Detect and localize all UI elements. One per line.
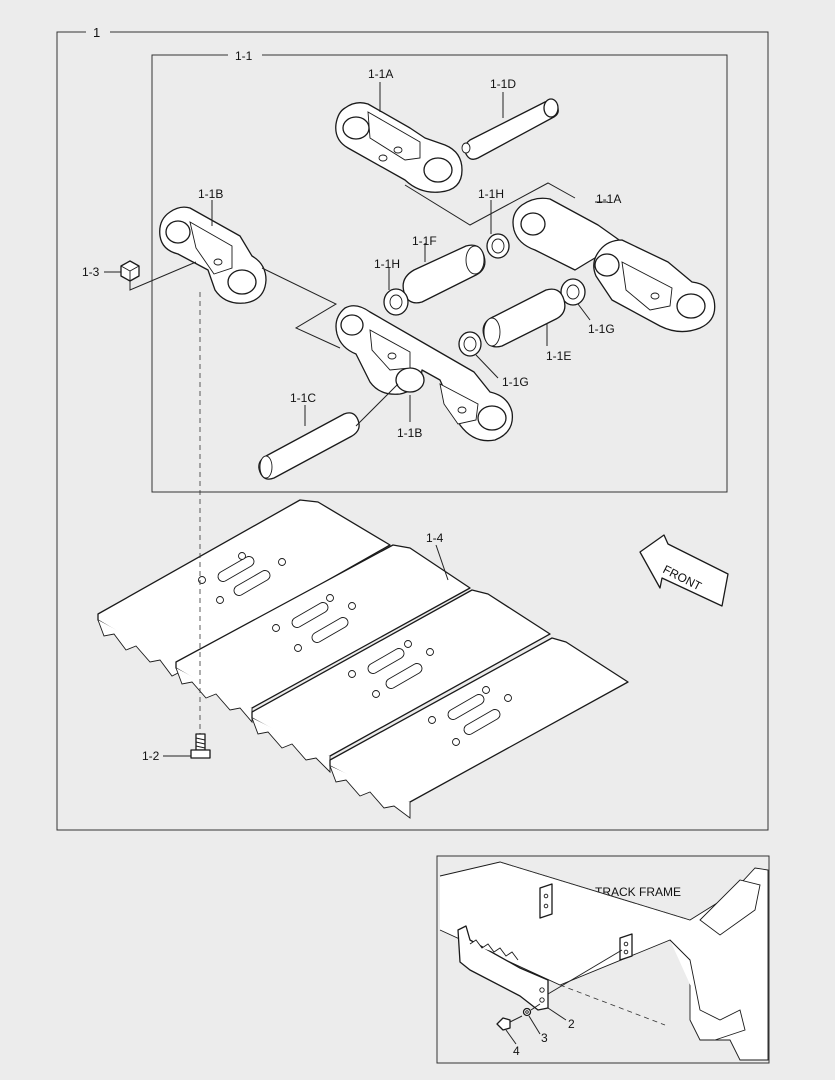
seal-1-1h-top — [486, 233, 510, 259]
bolt-1-2 — [190, 733, 211, 759]
callout-1-1c: 1-1C — [290, 391, 316, 405]
seal-1-1g-right — [560, 278, 586, 306]
pin-connector-line — [404, 182, 576, 226]
callout-bolt: 4 — [513, 1044, 520, 1058]
pin-1-1d — [461, 98, 559, 160]
callout-1-1b-bottom: 1-1B — [397, 426, 422, 440]
callout-washer: 3 — [541, 1031, 548, 1045]
seal-1-1g-lower — [458, 331, 482, 357]
sub-assembly-frame: 1-1 — [151, 49, 728, 493]
callout-guard: 2 — [568, 1017, 575, 1031]
link-1-1b-left — [159, 206, 267, 304]
link-1-1a-right — [512, 197, 716, 333]
sub-assembly-callout: 1-1 — [235, 49, 253, 63]
assembly-frame: 1 — [56, 25, 769, 831]
callout-1-4: 1-4 — [426, 531, 444, 545]
seal-1-1h-left — [383, 288, 409, 316]
pin-1-1c — [258, 412, 360, 480]
leader-1-4 — [435, 544, 449, 581]
callout-1-1b-left: 1-1B — [198, 187, 223, 201]
callout-1-1f: 1-1F — [412, 234, 437, 248]
pin-1-1c-guide — [355, 383, 399, 427]
link-1-1a-top — [335, 102, 463, 193]
bushing-1-1f — [402, 244, 486, 304]
link-1-1b-bottom — [335, 305, 514, 442]
leader-1-1g-lower — [475, 354, 499, 379]
callout-1-1e: 1-1E — [546, 349, 571, 363]
leader-1-1g-right — [577, 303, 591, 321]
track-shoes-1-4 — [97, 499, 629, 819]
callout-1-1h-left: 1-1H — [374, 257, 400, 271]
nut-mount-line — [129, 261, 197, 291]
callout-1-1a-top: 1-1A — [368, 67, 393, 81]
callout-1-3: 1-3 — [82, 265, 100, 279]
bushing-1-1e — [482, 288, 566, 348]
callout-1-1d: 1-1D — [490, 77, 516, 91]
link-connector-line — [261, 267, 341, 349]
callout-1-1g-right: 1-1G — [588, 322, 615, 336]
nut-1-3 — [120, 260, 140, 282]
callout-1-1g-lower: 1-1G — [502, 375, 529, 389]
track-frame-inset: TRACK FRAME 2 3 4 — [436, 855, 770, 1064]
callout-1-1a-right: 1-1A — [596, 192, 621, 206]
inset-title: TRACK FRAME — [595, 885, 681, 899]
callout-1-2: 1-2 — [142, 749, 160, 763]
callout-1-1h-top: 1-1H — [478, 187, 504, 201]
assembly-callout: 1 — [93, 25, 100, 40]
